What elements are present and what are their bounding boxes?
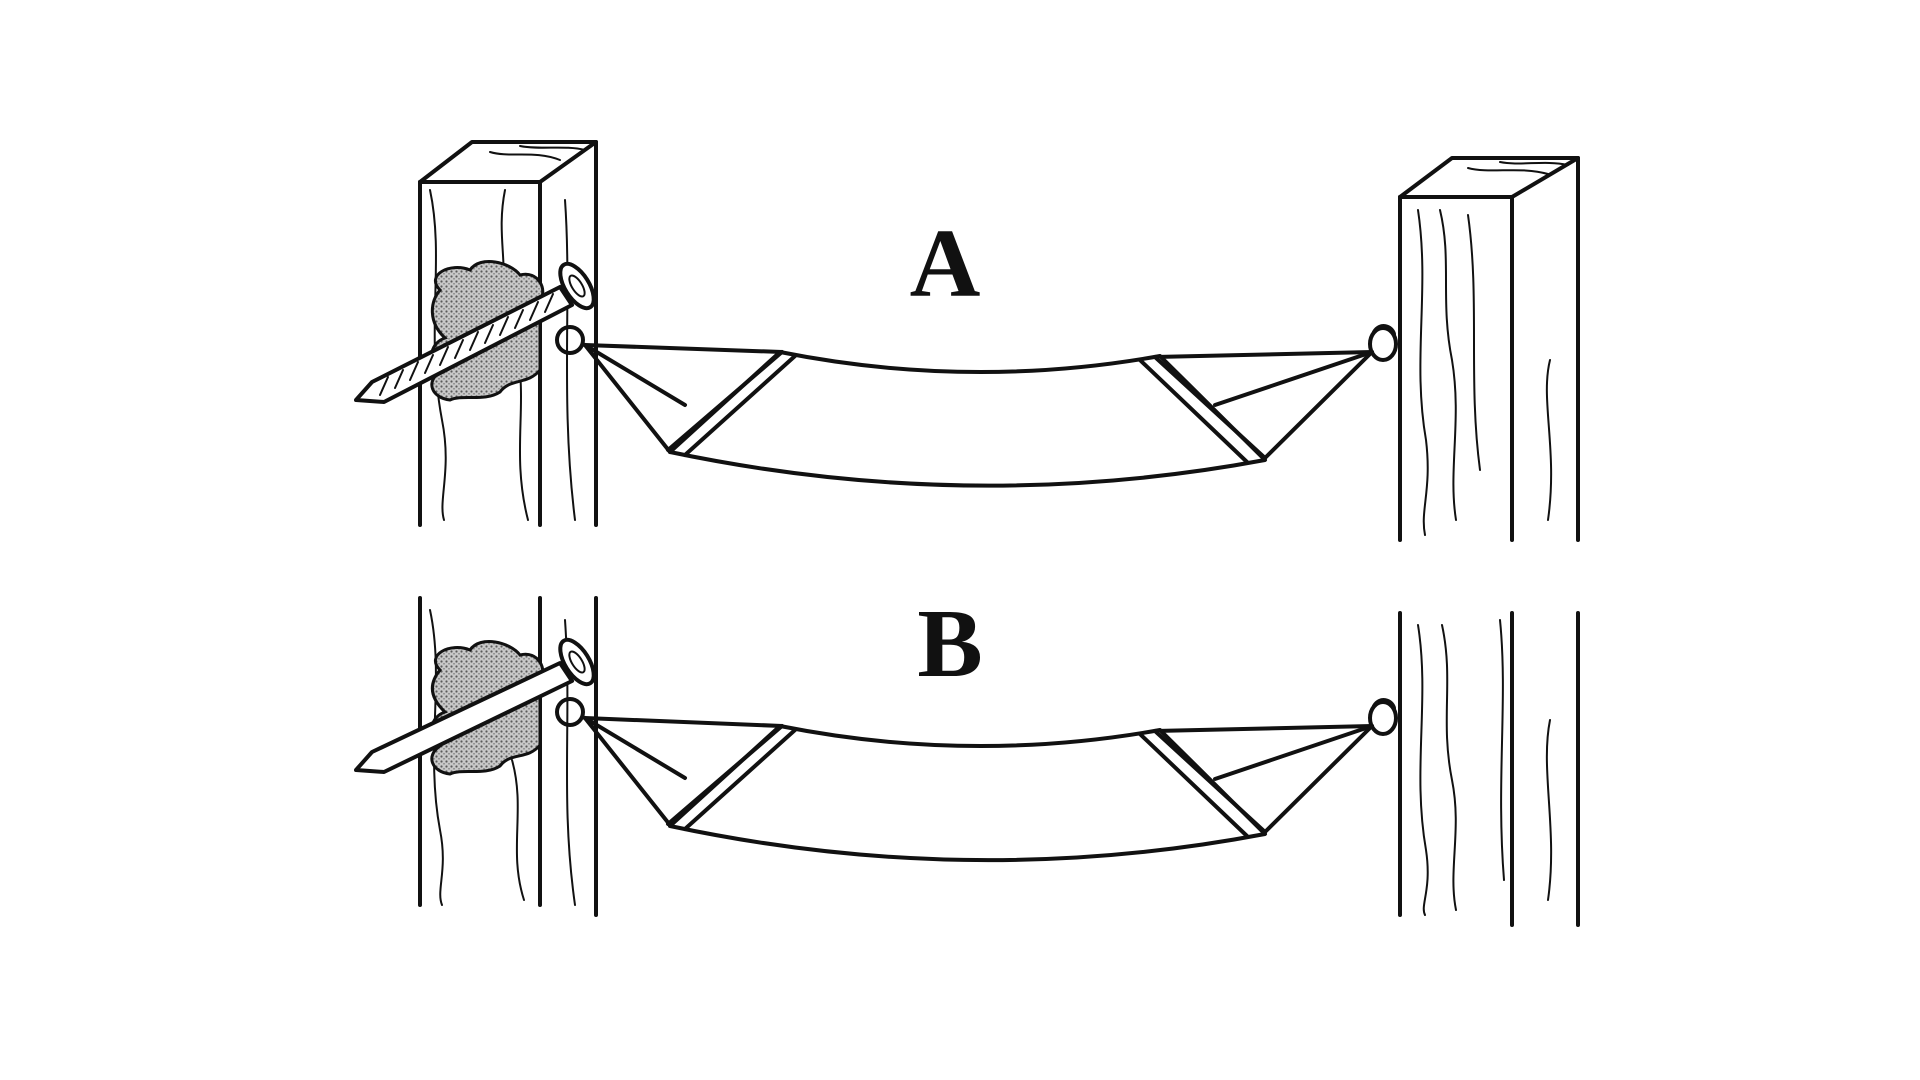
right-hook-a <box>1368 324 1398 362</box>
left-eyelet-b <box>555 697 585 727</box>
panel-a: A <box>354 140 1580 542</box>
smooth-nail-b <box>354 637 596 774</box>
hammock-a <box>583 343 1374 488</box>
panel-a-label: A <box>910 210 981 318</box>
panel-b: B <box>354 590 1580 927</box>
panel-b-label: B <box>917 590 982 698</box>
hammock-b <box>583 716 1374 863</box>
right-post-a <box>1398 156 1580 542</box>
threaded-screw-a <box>354 261 596 404</box>
left-eyelet-a <box>555 325 585 355</box>
right-post-b <box>1398 611 1580 927</box>
right-hook-b <box>1368 698 1398 736</box>
